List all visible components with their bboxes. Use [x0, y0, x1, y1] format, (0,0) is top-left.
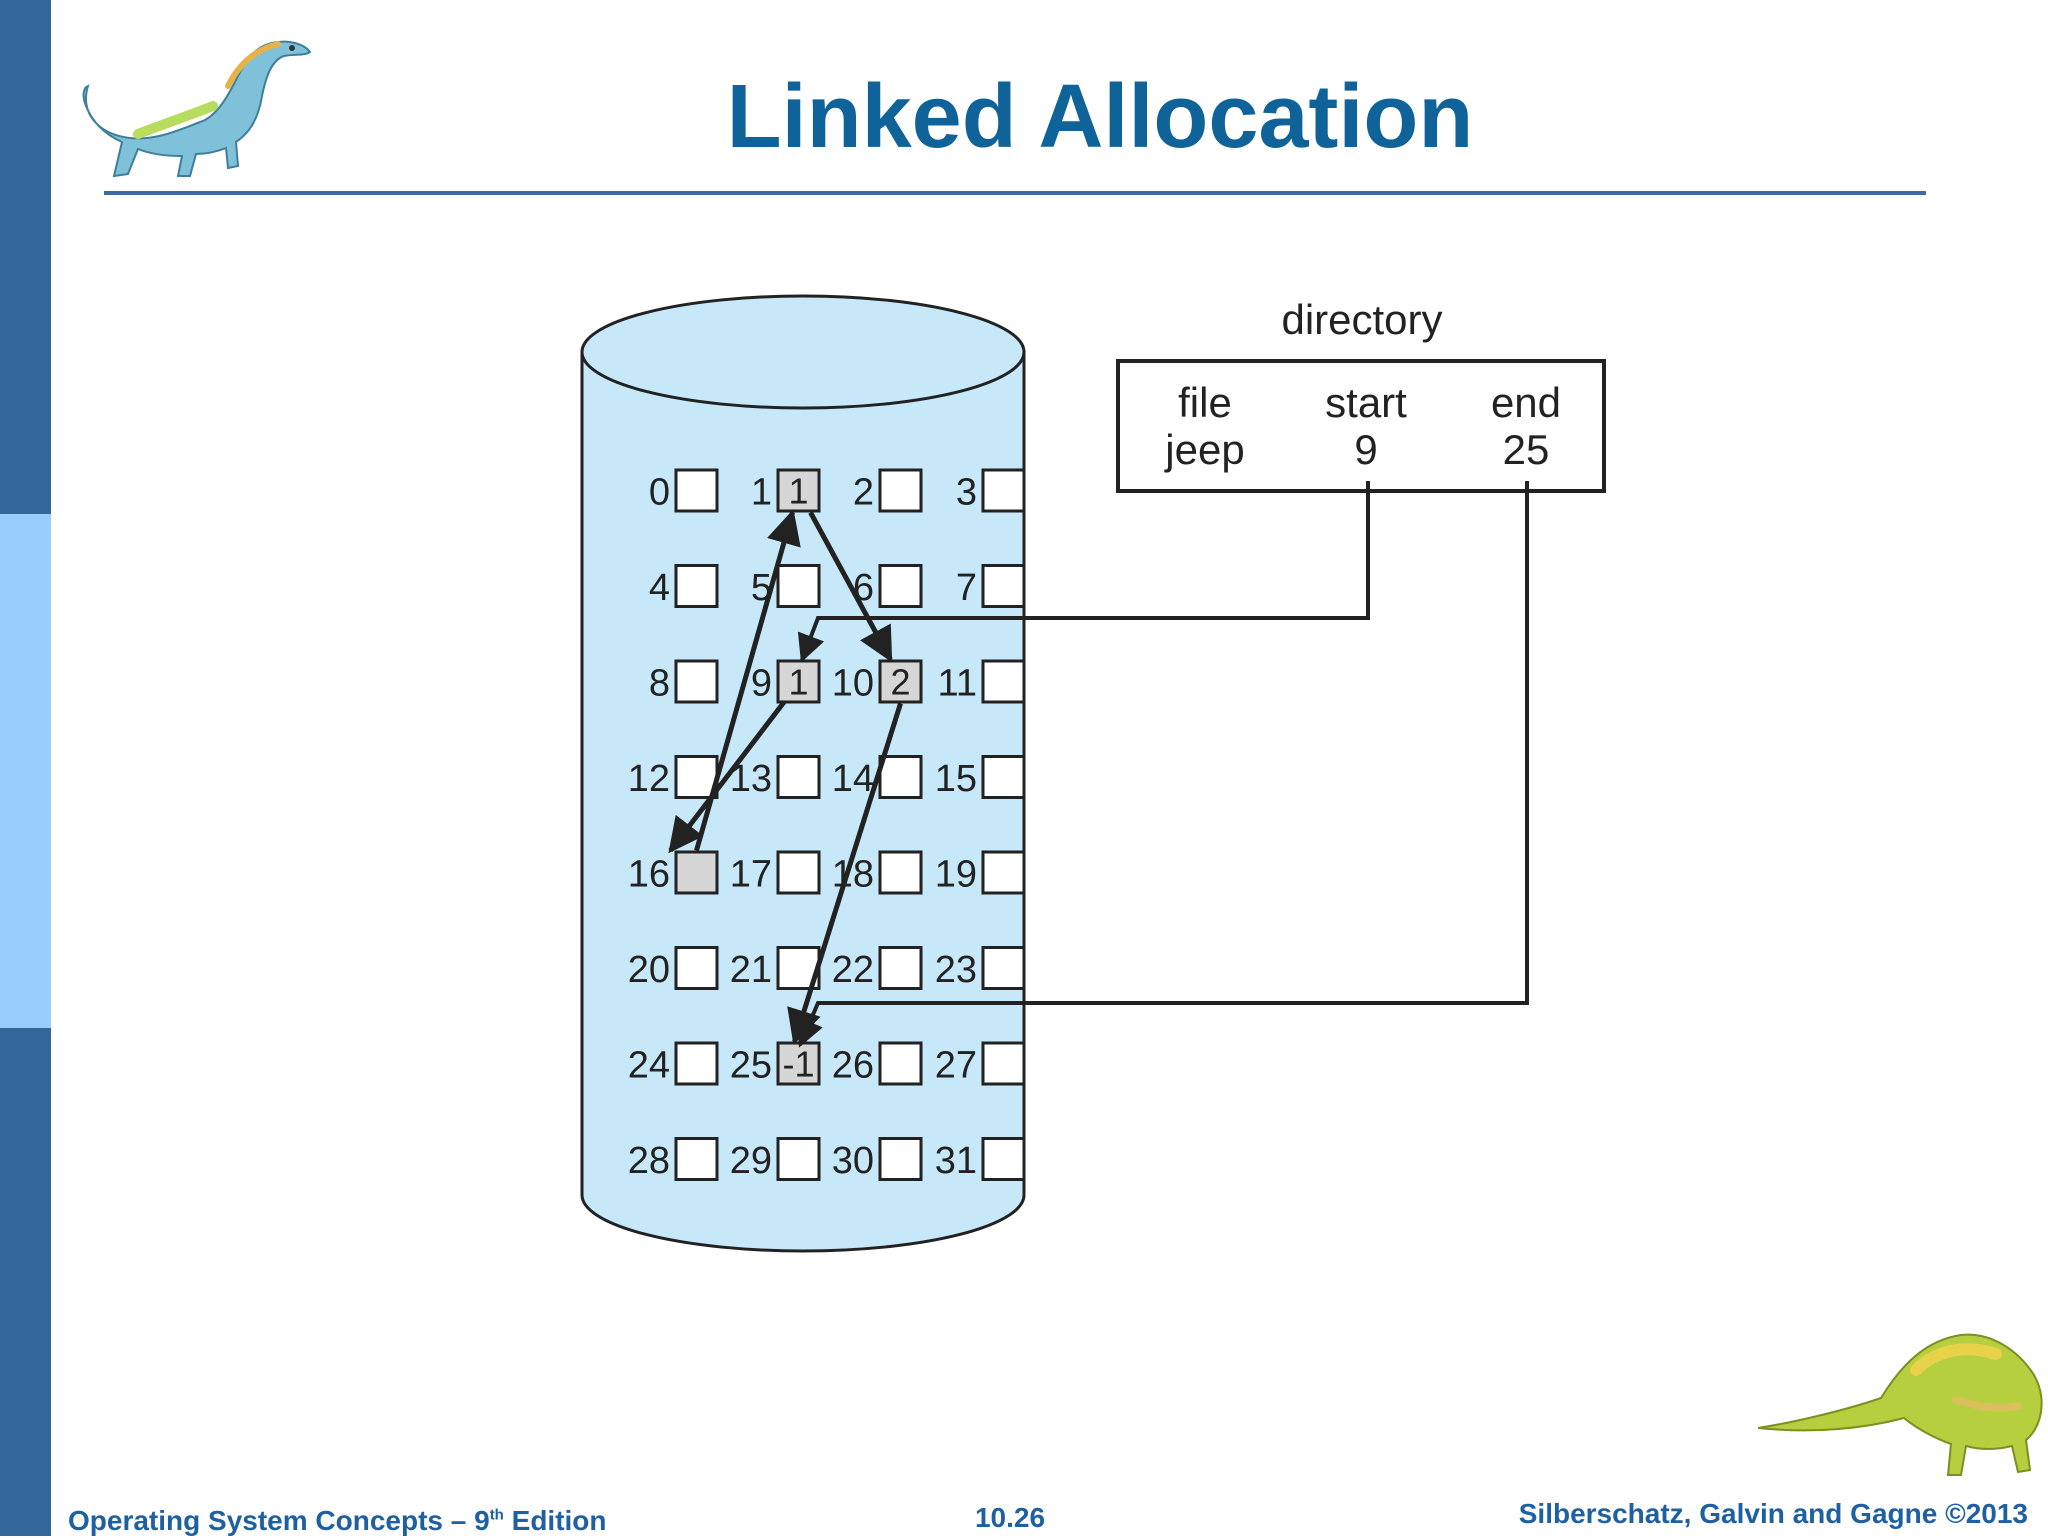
block-3: [981, 468, 1026, 513]
chain-arrow-10-to-25: [787, 702, 903, 1045]
directory-header-end: end: [1491, 379, 1561, 426]
directory-label: directory: [1281, 296, 1442, 343]
block-23: [981, 946, 1026, 990]
chain-arrow-16-to-1: [694, 509, 801, 852]
block-pointer-10: 2: [890, 662, 910, 703]
block-number-2: 2: [853, 472, 874, 514]
directory-file-name: jeep: [1163, 426, 1244, 473]
block-27: [981, 1041, 1026, 1086]
chain-arrow-1-to-10: [808, 511, 893, 663]
start-pointer-arrow: [797, 481, 1370, 663]
block-number-19: 19: [935, 854, 977, 896]
chain-arrow-9-to-16: [668, 699, 787, 854]
block-6: [878, 564, 923, 608]
block-number-17: 17: [730, 854, 772, 896]
block-4: [674, 564, 719, 608]
block-15: [981, 755, 1026, 799]
sidebar-dark-top: [0, 0, 51, 514]
block-number-6: 6: [853, 567, 874, 609]
block-number-28: 28: [628, 1140, 670, 1182]
block-number-25: 25: [730, 1045, 772, 1087]
block-17: [776, 850, 821, 895]
block-14: [878, 755, 923, 799]
block-16: [674, 850, 719, 895]
slide-title: Linked Allocation: [726, 67, 1474, 167]
block-number-10: 10: [832, 663, 874, 705]
directory-header-file: file: [1178, 379, 1232, 426]
block-number-23: 23: [935, 949, 977, 991]
block-number-8: 8: [649, 663, 670, 705]
block-number-24: 24: [628, 1045, 670, 1087]
block-number-22: 22: [832, 949, 874, 991]
block-number-1: 1: [751, 472, 772, 514]
block-20: [674, 946, 719, 990]
block-number-15: 15: [935, 758, 977, 800]
block-29: [776, 1137, 821, 1181]
block-number-20: 20: [628, 949, 670, 991]
footer-page-number: 10.26: [974, 1502, 1046, 1533]
directory-header-start: start: [1325, 379, 1407, 426]
block-number-3: 3: [956, 472, 977, 514]
block-number-16: 16: [628, 854, 670, 896]
block-18: [878, 850, 923, 895]
block-31: [981, 1137, 1026, 1181]
title-underline: [104, 191, 1926, 195]
block-number-21: 21: [730, 949, 772, 991]
end-pointer-arrow: [797, 481, 1529, 1048]
block-number-26: 26: [832, 1045, 874, 1087]
block-22: [878, 946, 923, 990]
block-7: [981, 564, 1026, 608]
block-number-14: 14: [832, 758, 874, 800]
block-chain-arrows: [668, 509, 903, 1045]
block-5: [776, 564, 821, 608]
block-24: [674, 1041, 719, 1086]
block-pointer-9: 1: [788, 662, 808, 703]
directory-table: directory file start end jeep 9 25: [1116, 296, 1606, 493]
directory-pointers: [797, 481, 1529, 1048]
block-pointer-25: -1: [782, 1044, 814, 1085]
block-pointer-1: 1: [788, 471, 808, 512]
block-26: [878, 1041, 923, 1086]
block-number-4: 4: [649, 567, 670, 609]
sidebar-light: [0, 514, 51, 1028]
block-number-7: 7: [956, 567, 977, 609]
block-9: [776, 659, 821, 704]
block-number-27: 27: [935, 1045, 977, 1087]
directory-start-value: 9: [1354, 426, 1377, 473]
block-number-0: 0: [649, 472, 670, 514]
block-2: [878, 468, 923, 513]
directory-end-value: 25: [1503, 426, 1550, 473]
block-number-12: 12: [628, 758, 670, 800]
block-number-30: 30: [832, 1140, 874, 1182]
block-25: [776, 1041, 821, 1086]
block-number-31: 31: [935, 1140, 977, 1182]
block-number-9: 9: [751, 663, 772, 705]
block-8: [674, 659, 719, 704]
footer-book-title: Operating System Concepts – 9th Edition: [68, 1505, 607, 1536]
block-11: [981, 659, 1026, 704]
dinosaur-logo-top: [82, 40, 312, 178]
block-number-11: 11: [938, 663, 977, 705]
block-28: [674, 1137, 719, 1181]
footer-copyright: Silberschatz, Galvin and Gagne ©2013: [1518, 1498, 2028, 1529]
block-30: [878, 1137, 923, 1181]
sidebar-dark-bottom: [0, 1028, 51, 1536]
dinosaur-logo-bottom: [1757, 1333, 2043, 1476]
block-19: [981, 850, 1026, 895]
block-13: [776, 755, 821, 799]
block-number-29: 29: [730, 1140, 772, 1182]
block-10: [878, 659, 923, 704]
block-0: [674, 468, 719, 513]
directory-box: [1116, 359, 1606, 493]
